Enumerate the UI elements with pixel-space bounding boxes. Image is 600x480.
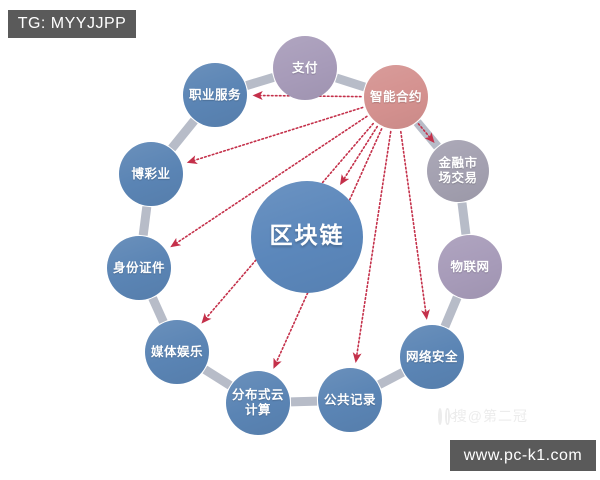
node-gambling[interactable]: 博彩业 — [119, 142, 183, 206]
arrow-smart-contract-to-blockchain — [339, 125, 379, 186]
weibo-watermark: 搜@第二冠 — [438, 406, 528, 426]
node-label-cybersecurity: 网络安全 — [406, 348, 459, 364]
node-label-iot: 物联网 — [450, 258, 490, 274]
ring-connector-iot-to-cybersecurity — [440, 295, 462, 329]
ring-connector-financial-market-to-iot — [457, 202, 471, 235]
ring-connector-cloud-computing-to-media — [202, 365, 233, 390]
node-cybersecurity[interactable]: 网络安全 — [400, 325, 464, 389]
node-label-professional: 职业服务 — [189, 86, 242, 102]
ring-connector-identity-to-gambling — [138, 206, 152, 236]
paw-icon — [438, 407, 443, 425]
site-watermark-text: www.pc-k1.com — [463, 446, 583, 464]
node-label-cloud-computing: 分布式云计算 — [232, 387, 285, 417]
ring-connector-gambling-to-professional — [168, 117, 198, 152]
at-icon — [445, 407, 458, 425]
node-iot[interactable]: 物联网 — [438, 235, 502, 299]
arrow-smart-contract-to-cybersecurity — [400, 130, 430, 320]
node-cloud-computing[interactable]: 分布式云计算 — [226, 371, 290, 435]
node-label-media: 媒体娱乐 — [151, 343, 204, 359]
site-watermark-tag: www.pc-k1.com — [450, 440, 596, 471]
ring-connector-cybersecurity-to-public-records — [377, 368, 405, 389]
weibo-watermark-text: 搜@第二冠 — [452, 408, 528, 424]
node-label-blockchain: 区块链 — [269, 223, 345, 250]
node-label-smart-contract: 智能合约 — [370, 88, 423, 104]
node-payment[interactable]: 支付 — [273, 36, 337, 100]
ring-connector-smart-contract-to-financial-market — [413, 119, 441, 150]
node-label-payment: 支付 — [291, 59, 318, 75]
tg-watermark-tag: TG: MYYJJPP — [8, 10, 136, 38]
node-identity[interactable]: 身份证件 — [107, 236, 171, 300]
ring-connector-media-to-identity — [148, 296, 168, 324]
node-professional[interactable]: 职业服务 — [183, 63, 247, 127]
node-label-gambling: 博彩业 — [131, 165, 171, 181]
ring-connector-public-records-to-cloud-computing — [290, 396, 318, 407]
arrow-smart-contract-to-financial-market — [417, 123, 435, 144]
node-label-identity: 身份证件 — [113, 259, 166, 275]
node-blockchain[interactable]: 区块链 — [251, 181, 363, 293]
ring-connector-payment-to-smart-contract — [335, 73, 366, 92]
node-financial-market[interactable]: 金融市场交易 — [427, 140, 489, 202]
tg-watermark-text: TG: MYYJJPP — [17, 15, 127, 32]
node-media[interactable]: 媒体娱乐 — [145, 320, 209, 384]
node-smart-contract[interactable]: 智能合约 — [364, 65, 428, 129]
ring-connector-professional-to-payment — [245, 73, 275, 90]
node-label-financial-market: 金融市场交易 — [438, 155, 478, 185]
node-label-public-records: 公共记录 — [324, 391, 377, 407]
node-public-records[interactable]: 公共记录 — [318, 368, 382, 432]
